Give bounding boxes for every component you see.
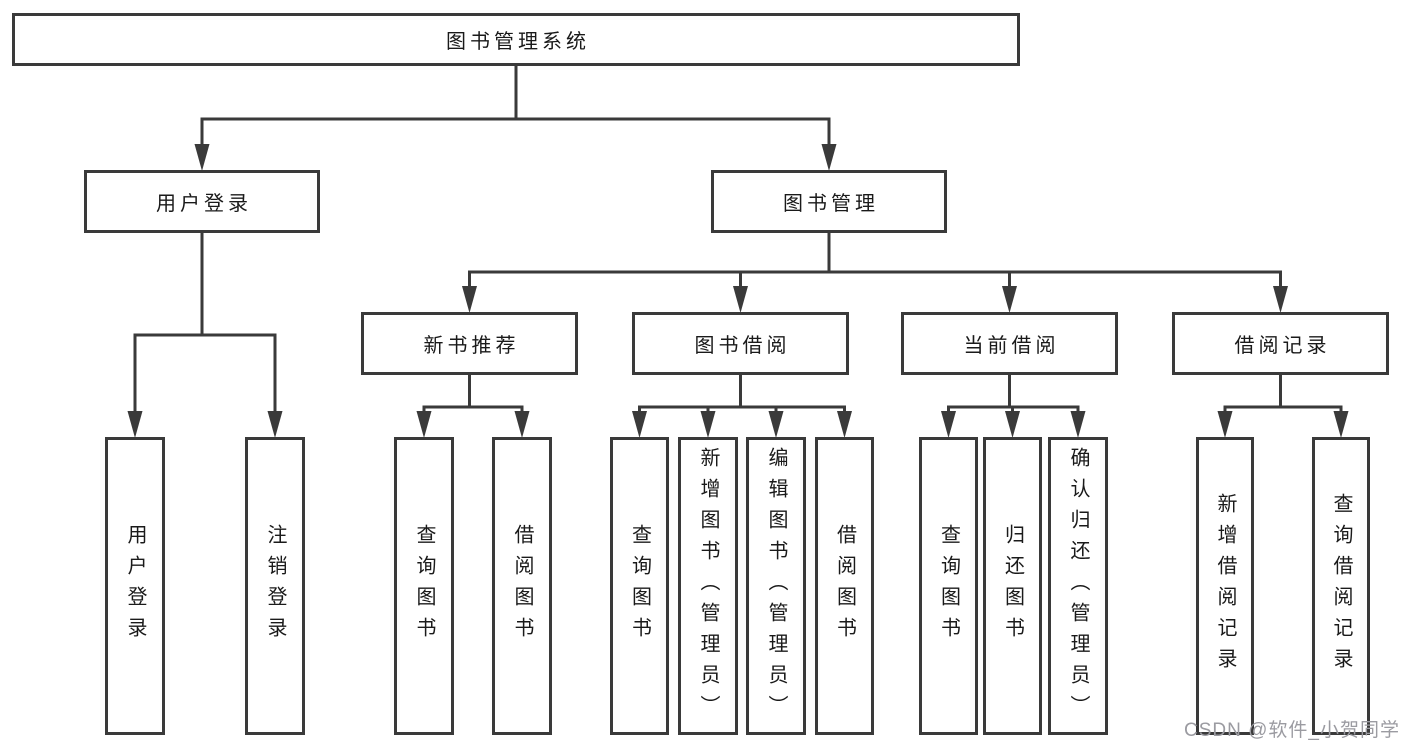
node-l_bor_a: 新增图书（管理员）: [678, 437, 738, 735]
node-l_logout: 注销登录: [245, 437, 305, 735]
node-rec: 新书推荐: [361, 312, 578, 375]
watermark: CSDN @软件_小贺同学: [1184, 720, 1400, 741]
node-l_cur_c: 确认归还（管理员）: [1048, 437, 1108, 735]
node-l_cur_q: 查询图书: [919, 437, 978, 735]
arrowhead-icon: [733, 286, 748, 313]
node-label: 借阅图书: [511, 524, 533, 648]
node-label: 编辑图书（管理员）: [765, 446, 787, 726]
node-recd: 借阅记录: [1172, 312, 1389, 375]
arrowhead-icon: [1333, 411, 1349, 438]
arrowhead-icon: [1070, 411, 1086, 438]
node-label: 归还图书: [1001, 524, 1024, 648]
node-cur: 当前借阅: [901, 312, 1118, 375]
node-label: 图书借阅: [694, 335, 791, 357]
arrowhead-icon: [768, 411, 784, 438]
arrowhead-icon: [821, 144, 837, 171]
arrowhead-icon: [1002, 286, 1017, 313]
node-label: 注销登录: [264, 524, 286, 648]
node-label: 查询图书: [937, 524, 960, 648]
node-label: 查询图书: [628, 524, 651, 648]
arrowhead-icon: [462, 286, 477, 313]
node-mgmt: 图书管理: [711, 170, 947, 233]
node-label: 新增借阅记录: [1214, 493, 1236, 679]
node-l_cur_r: 归还图书: [983, 437, 1042, 735]
node-l_recd_a: 新增借阅记录: [1196, 437, 1254, 735]
arrowhead-icon: [700, 411, 716, 438]
arrowhead-icon: [1273, 286, 1288, 313]
node-label: 新书推荐: [423, 335, 520, 357]
node-label: 用户登录: [124, 524, 146, 648]
arrowhead-icon: [837, 411, 852, 438]
node-label: 确认归还（管理员）: [1067, 446, 1089, 726]
node-l_login: 用户登录: [105, 437, 165, 735]
arrowhead-icon: [194, 144, 210, 171]
arrowhead-icon: [267, 411, 283, 438]
node-label: 图书管理: [783, 193, 879, 215]
node-label: 新增图书（管理员）: [697, 446, 719, 726]
node-label: 图书管理系统: [446, 31, 590, 53]
node-root: 图书管理系统: [12, 13, 1020, 66]
node-l_recd_q: 查询借阅记录: [1312, 437, 1370, 735]
node-bor: 图书借阅: [632, 312, 849, 375]
node-label: 借阅记录: [1234, 335, 1331, 357]
arrowhead-icon: [514, 411, 530, 438]
arrowhead-icon: [632, 411, 647, 438]
node-label: 查询借阅记录: [1330, 493, 1352, 679]
node-label: 当前借阅: [963, 335, 1060, 357]
arrowhead-icon: [127, 411, 143, 438]
arrowhead-icon: [941, 411, 956, 438]
arrowhead-icon: [1217, 411, 1233, 438]
node-login: 用户登录: [84, 170, 320, 233]
node-l_rec_b: 借阅图书: [492, 437, 552, 735]
node-l_rec_q: 查询图书: [394, 437, 454, 735]
node-l_bor_e: 编辑图书（管理员）: [746, 437, 806, 735]
node-l_bor_q: 查询图书: [610, 437, 669, 735]
node-l_bor_b: 借阅图书: [815, 437, 874, 735]
node-label: 查询图书: [413, 524, 435, 648]
node-label: 用户登录: [156, 193, 252, 215]
arrowhead-icon: [416, 411, 432, 438]
node-label: 借阅图书: [833, 524, 856, 648]
arrowhead-icon: [1005, 411, 1020, 438]
